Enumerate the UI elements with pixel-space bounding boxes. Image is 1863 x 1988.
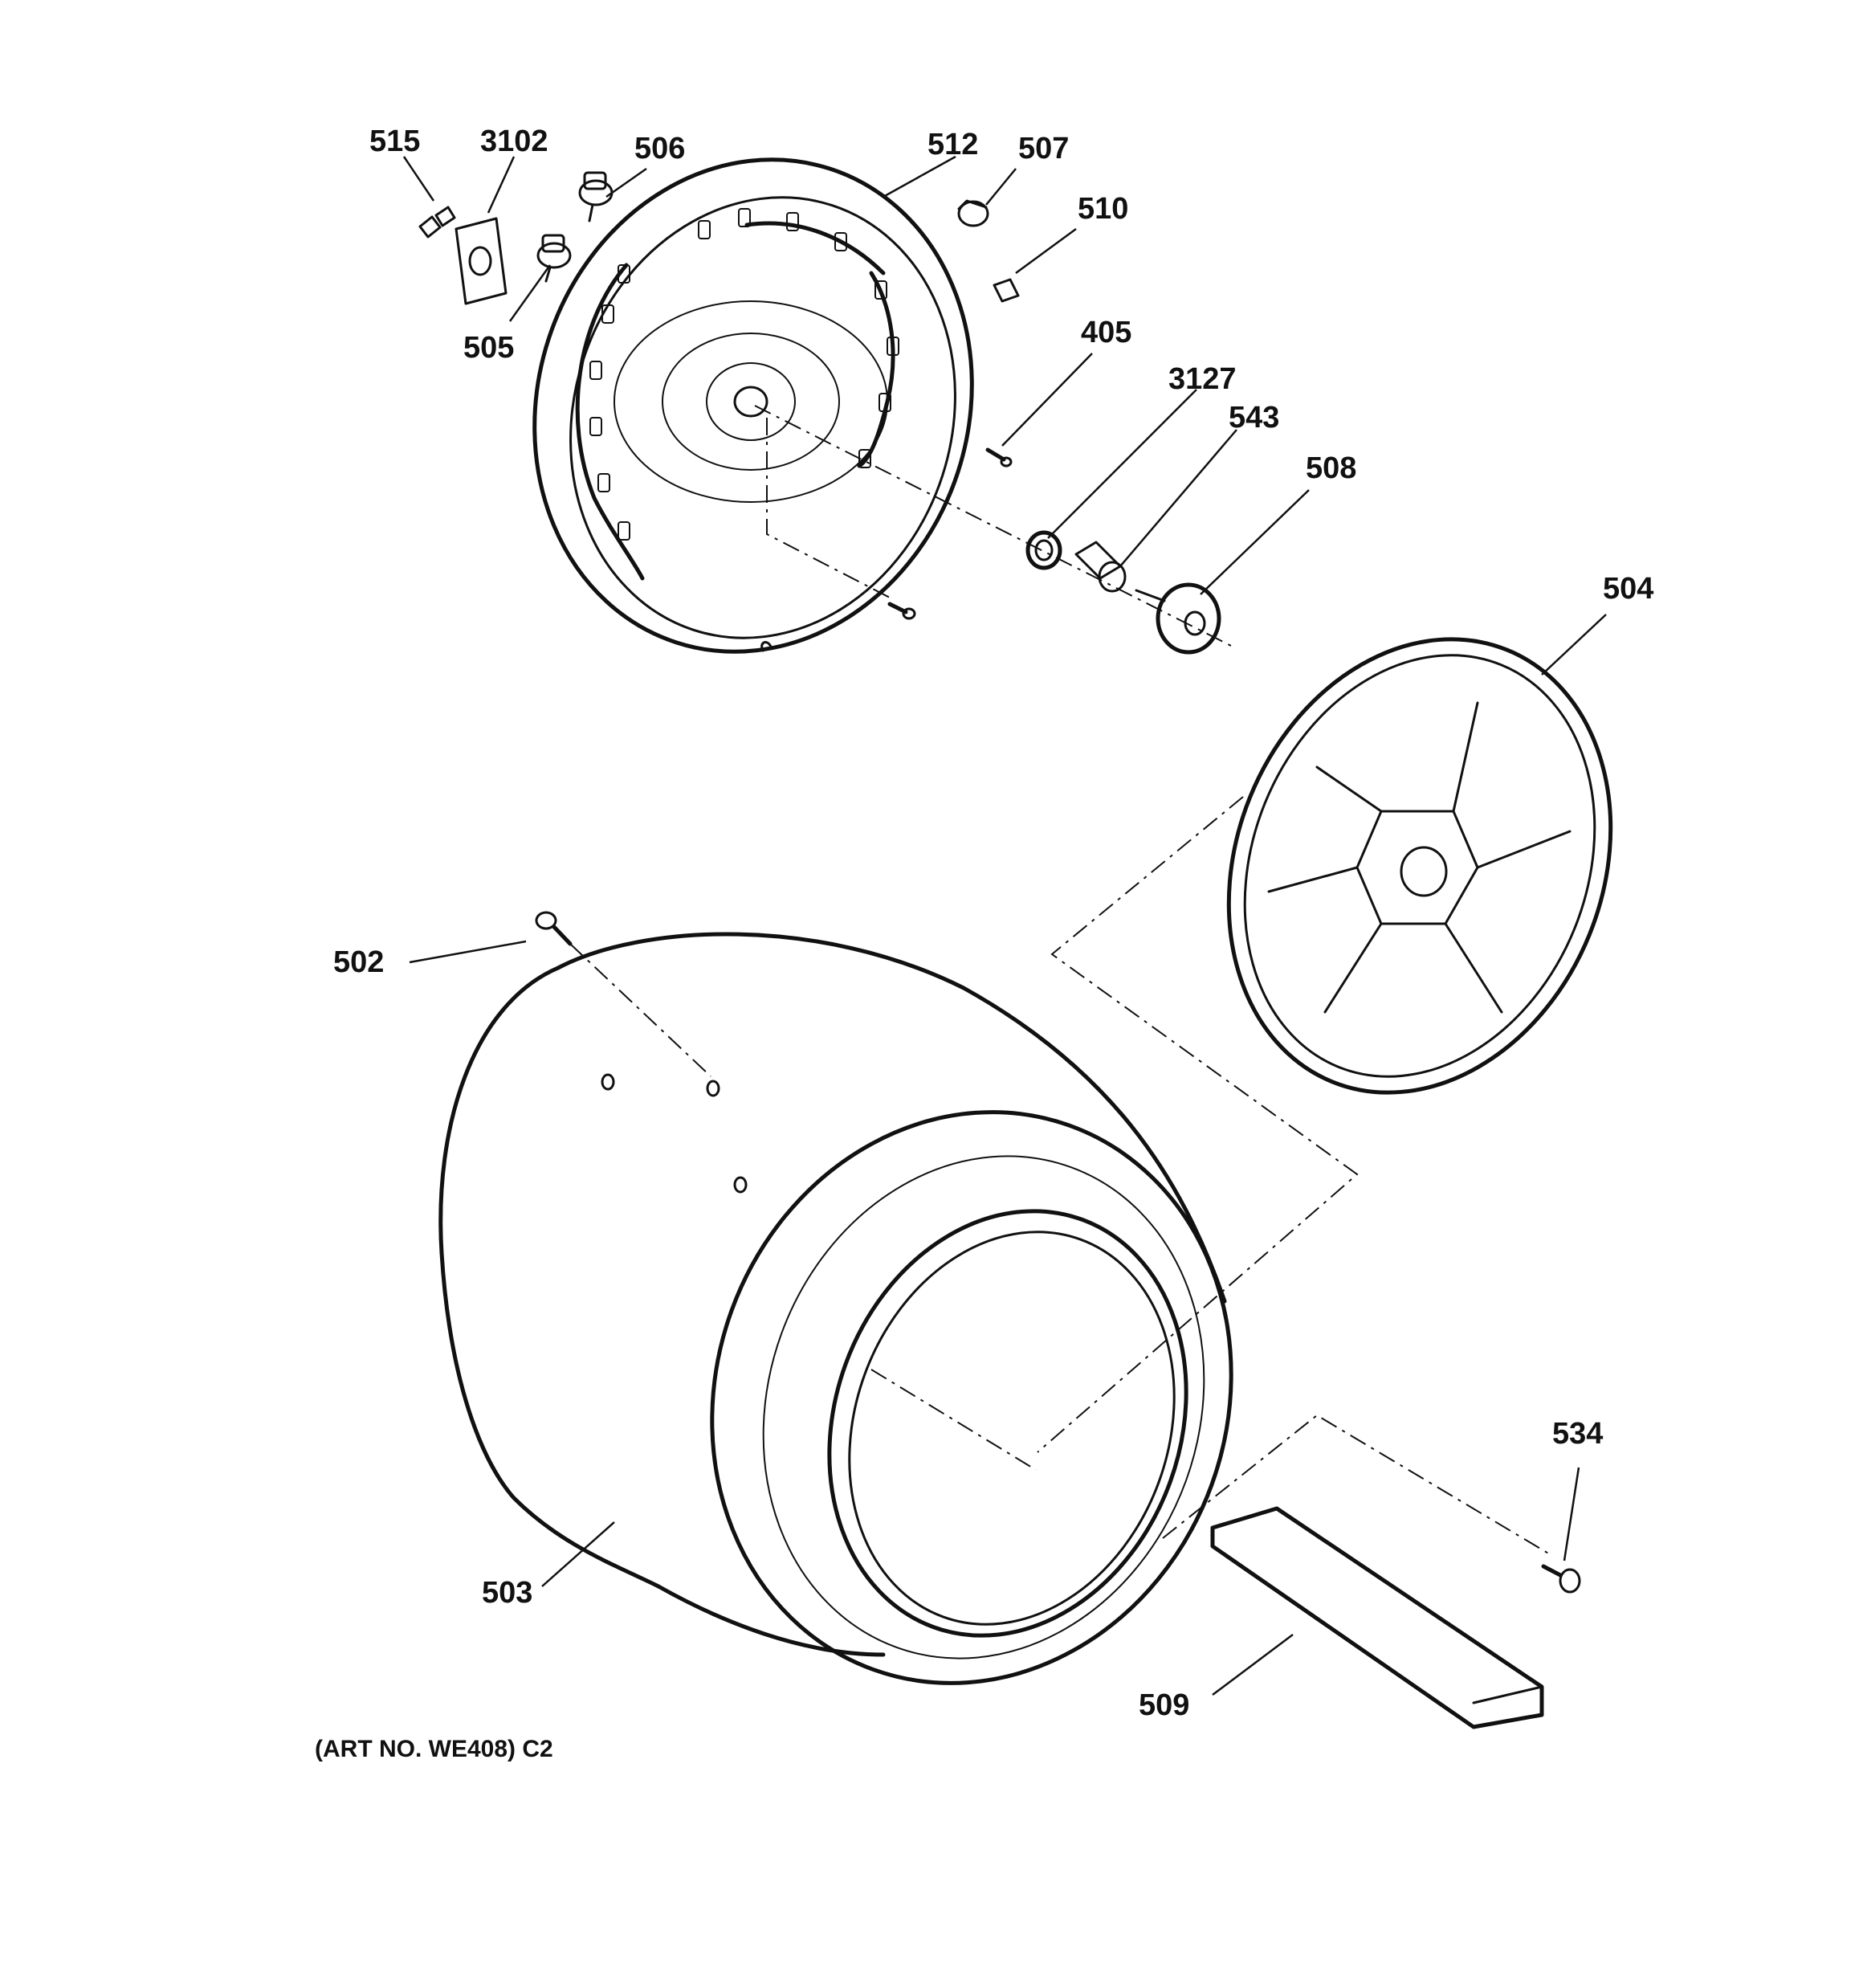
front-baffle-504 [1226, 637, 1613, 1095]
callout-543: 543 [1229, 401, 1279, 435]
callout-510: 510 [1078, 192, 1128, 226]
art-number-label: (ART NO. WE408) C2 [315, 1736, 553, 1762]
drum-503 [438, 932, 1233, 1685]
callout-3127: 3127 [1168, 362, 1237, 396]
callout-labels: 515 3102 506 512 507 510 505 405 3127 54… [333, 125, 1653, 1722]
part-502-screw [535, 911, 573, 946]
callout-502: 502 [333, 945, 384, 979]
part-507-bearing [957, 199, 989, 227]
callout-509: 509 [1139, 1688, 1189, 1722]
callout-503: 503 [482, 1576, 532, 1610]
part-3102-plate [455, 217, 508, 305]
callout-3102: 3102 [480, 125, 548, 158]
part-509-baffle [1210, 1506, 1544, 1729]
part-3127-washer [1025, 530, 1062, 570]
callout-507: 507 [1018, 132, 1069, 165]
rear-bulkhead-512 [532, 157, 974, 654]
part-508-shaft [1135, 582, 1221, 655]
callout-505: 505 [463, 331, 514, 365]
part-543-bushing [1074, 541, 1127, 593]
part-505-roller [536, 234, 572, 283]
callout-534: 534 [1552, 1417, 1603, 1451]
part-510-clip [993, 278, 1020, 303]
callout-506: 506 [634, 132, 685, 165]
leader-lines [402, 155, 1607, 1696]
bulkhead-tabs [589, 208, 899, 541]
part-405-screw [985, 447, 1013, 467]
callout-405: 405 [1081, 316, 1131, 349]
callout-515: 515 [369, 125, 420, 158]
part-515-clip [418, 206, 456, 239]
callout-504: 504 [1603, 572, 1653, 606]
callout-512: 512 [927, 128, 978, 161]
lower-screw [887, 602, 916, 620]
part-534-screw [1541, 1564, 1581, 1594]
callout-508: 508 [1306, 451, 1356, 485]
